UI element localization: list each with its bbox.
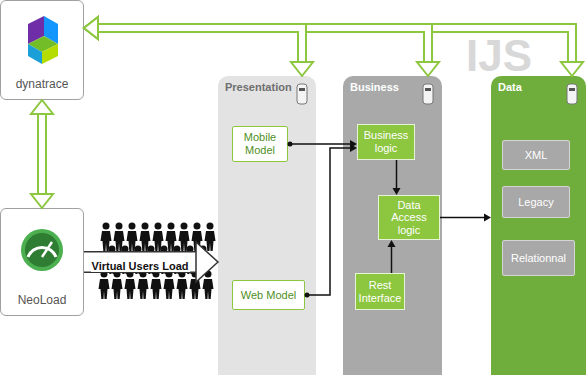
connector-inner <box>39 107 45 201</box>
node-label: Relationnal <box>511 252 566 265</box>
node-label: Mobile Model <box>236 131 284 156</box>
connector-inner <box>91 28 302 69</box>
arrowhead <box>84 17 98 39</box>
tier-panel: PresentationMobile ModelWeb Model <box>218 76 316 375</box>
dynatrace-logo <box>28 16 58 64</box>
connector <box>388 240 396 273</box>
process-box: Business logic <box>357 124 415 160</box>
arrowhead <box>291 62 313 76</box>
arrowhead <box>393 188 401 195</box>
connector-dot <box>288 142 293 147</box>
watermark: IJS <box>466 34 532 78</box>
connector <box>305 144 358 298</box>
node-label: Legacy <box>518 196 553 209</box>
person-figure <box>138 271 149 300</box>
watermark-text: IJS <box>466 31 532 80</box>
arrowhead <box>84 17 98 39</box>
process-box: Rest Interface <box>355 273 405 310</box>
connector-line <box>37 107 47 201</box>
arrowhead <box>350 140 357 148</box>
arrowhead <box>31 194 53 208</box>
arrowhead <box>196 242 218 282</box>
node-label: NeoLoad <box>18 293 67 307</box>
connector <box>84 17 313 76</box>
connector-line <box>396 160 398 189</box>
connector-inner <box>91 28 428 69</box>
node-label: Data Access logic <box>382 199 436 237</box>
node-label: XML <box>525 149 548 162</box>
arrowhead <box>31 100 53 114</box>
node-label: dynatrace <box>16 77 69 91</box>
arrowhead <box>561 62 583 76</box>
connector <box>31 100 53 208</box>
data-store-box: Legacy <box>502 186 570 218</box>
person-figure <box>177 271 188 300</box>
arrowhead <box>417 62 439 76</box>
agent-icon <box>297 84 577 104</box>
connector-dot <box>305 293 310 298</box>
connector-line <box>440 217 485 219</box>
connector <box>84 17 439 76</box>
process-box: Web Model <box>232 280 305 310</box>
person-figure <box>164 271 175 300</box>
person-figure <box>151 271 162 300</box>
connector <box>288 140 358 148</box>
edge-label: Virtual Users Load <box>91 260 190 272</box>
panel-heading: Business <box>343 76 442 98</box>
connector-line <box>84 251 207 273</box>
person-figure <box>99 271 110 300</box>
connector <box>393 160 401 195</box>
arrowhead <box>388 240 396 247</box>
tier-panel: BusinessBusiness logicData Access logicR… <box>343 76 442 375</box>
process-box: Mobile Model <box>232 126 288 162</box>
connector <box>440 214 491 222</box>
arrowhead <box>84 17 98 39</box>
panel-heading: Presentation <box>218 76 316 98</box>
person-figure <box>112 271 123 300</box>
node-label: Rest Interface <box>359 279 402 304</box>
connectors <box>31 17 583 298</box>
connector-line <box>391 246 393 273</box>
arrowhead <box>484 214 491 222</box>
person-figure <box>205 223 216 252</box>
node-label: Business logic <box>361 129 411 154</box>
connector-line <box>91 28 428 69</box>
connector-inner <box>84 253 207 272</box>
connector-line <box>91 28 302 69</box>
node-label: Web Model <box>241 289 296 302</box>
connector-line <box>305 148 351 295</box>
data-store-box: Relationnal <box>502 240 575 276</box>
person-figure <box>125 271 136 300</box>
connector <box>84 242 218 282</box>
data-store-box: XML <box>502 140 570 170</box>
process-box: Data Access logic <box>378 195 440 240</box>
neoload-logo <box>21 229 63 271</box>
edge-label-wrap: Virtual Users Load <box>91 256 190 274</box>
tier-panel: DataXMLLegacyRelationnal <box>491 76 586 375</box>
connector-line <box>288 143 351 145</box>
